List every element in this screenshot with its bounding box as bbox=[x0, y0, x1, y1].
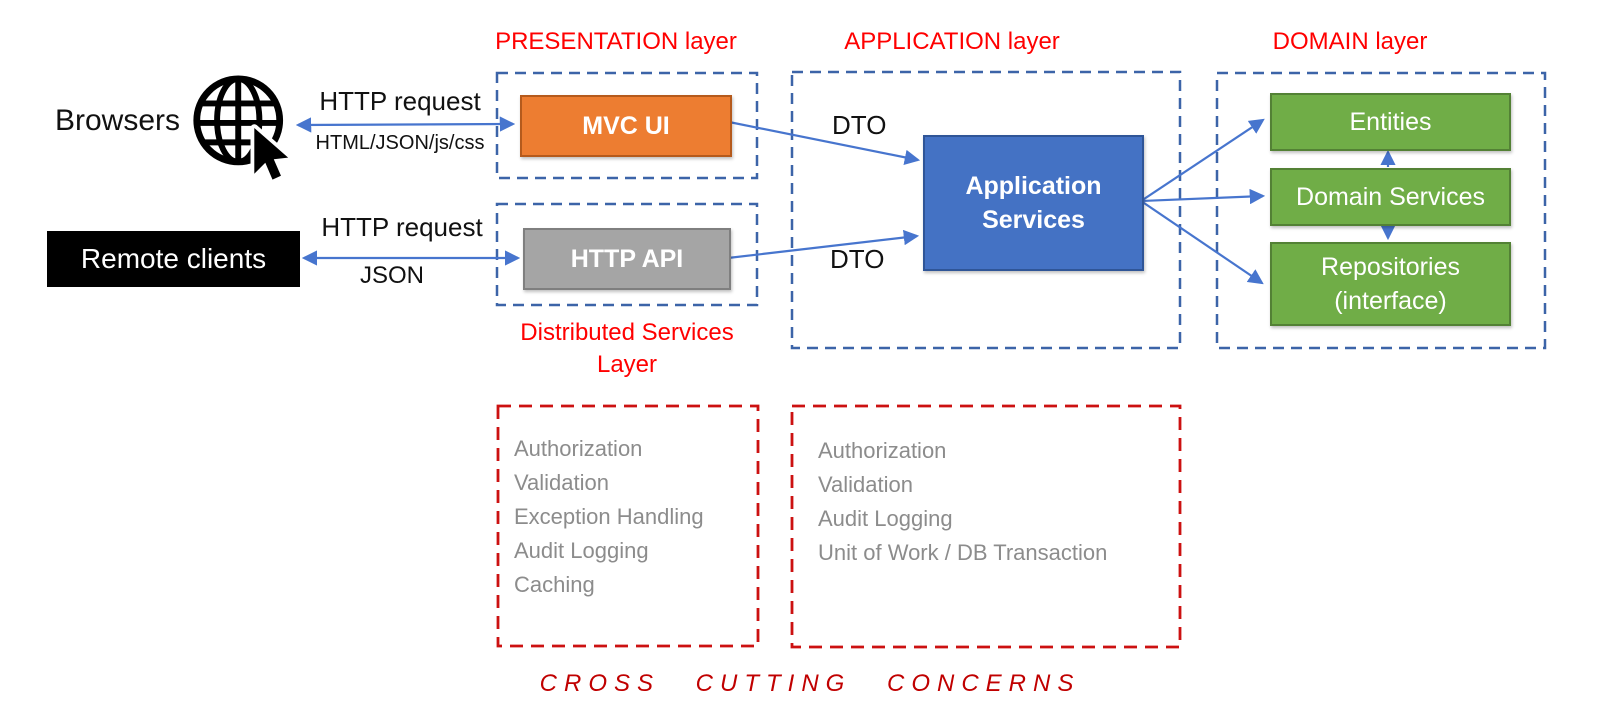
dto-label-top: DTO bbox=[832, 110, 887, 140]
distributed-services-layer-title: Distributed Services Layer bbox=[460, 317, 794, 381]
mvc-ui-node: MVC UI bbox=[520, 95, 732, 157]
application-layer-title: APPLICATION layer bbox=[844, 28, 1060, 55]
distributed-services-title-line1: Distributed Services bbox=[520, 319, 734, 346]
application-services-label-line1: Application bbox=[965, 172, 1102, 200]
domain-services-label: Domain Services bbox=[1296, 183, 1485, 211]
domain-services-node: Domain Services bbox=[1270, 168, 1511, 226]
arrow-appservices-entities bbox=[1140, 118, 1265, 202]
concern-item: Authorization bbox=[514, 436, 643, 461]
browser-response-format-label: HTML/JSON/js/css bbox=[315, 132, 485, 154]
dto-label-bottom: DTO bbox=[830, 244, 885, 274]
repositories-label-line1: Repositories bbox=[1321, 253, 1460, 281]
remote-json-label: JSON bbox=[359, 262, 424, 289]
arrow-appservices-repositories bbox=[1140, 200, 1264, 285]
mvc-ui-label: MVC UI bbox=[582, 111, 670, 140]
remote-clients-node: Remote clients bbox=[47, 231, 300, 287]
http-api-label: HTTP API bbox=[570, 244, 684, 273]
presentation-concerns-list: Authorization Validation Exception Handl… bbox=[514, 432, 704, 602]
application-concerns-list: Authorization Validation Audit Logging U… bbox=[818, 434, 1107, 570]
presentation-layer-title: PRESENTATION layer bbox=[495, 28, 737, 55]
cursor-icon bbox=[250, 124, 292, 184]
concern-item: Exception Handling bbox=[514, 504, 704, 529]
browsers-label: Browsers bbox=[55, 104, 181, 137]
arrow-appservices-domainservices bbox=[1140, 188, 1266, 205]
arrow-httpapi-appservices bbox=[727, 229, 920, 260]
concern-item: Audit Logging bbox=[818, 506, 953, 531]
concern-item: Unit of Work / DB Transaction bbox=[818, 540, 1108, 565]
entities-label: Entities bbox=[1349, 108, 1432, 136]
browser-globe-icon bbox=[193, 75, 292, 184]
arrow-browsers-mvc bbox=[295, 116, 516, 133]
browser-http-request-label: HTTP request bbox=[319, 86, 481, 116]
repositories-label-line2: (interface) bbox=[1334, 287, 1447, 315]
arrow-mvc-appservices bbox=[728, 120, 921, 165]
application-services-label-line2: Services bbox=[982, 206, 1085, 234]
concern-item: Authorization bbox=[818, 438, 947, 463]
http-api-node: HTTP API bbox=[523, 228, 731, 290]
concern-item: Caching bbox=[514, 572, 595, 597]
concern-item: Validation bbox=[514, 470, 609, 495]
remote-http-request-label: HTTP request bbox=[321, 212, 483, 242]
entities-node: Entities bbox=[1270, 93, 1511, 151]
application-services-node: Application Services bbox=[923, 135, 1144, 271]
concern-item: Validation bbox=[818, 472, 913, 497]
distributed-services-title-line2: Layer bbox=[596, 351, 658, 378]
remote-clients-label: Remote clients bbox=[80, 243, 267, 274]
domain-layer-title: DOMAIN layer bbox=[1272, 28, 1428, 55]
repositories-node: Repositories (interface) bbox=[1270, 242, 1511, 326]
concern-item: Audit Logging bbox=[514, 538, 649, 563]
cross-cutting-concerns-title: CROSS CUTTING CONCERNS bbox=[539, 670, 1081, 697]
